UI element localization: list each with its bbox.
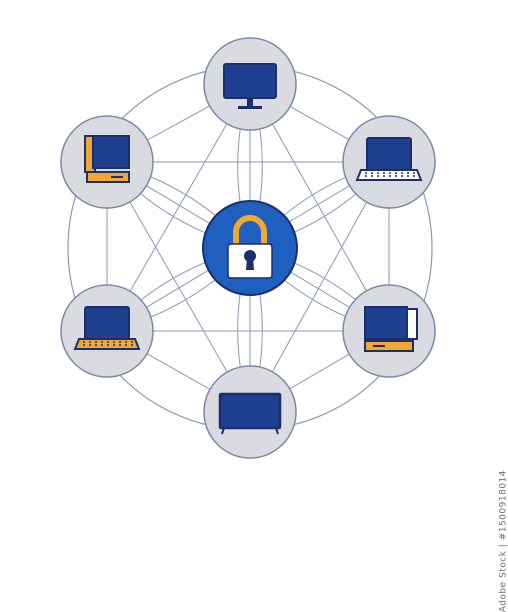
monitor-icon bbox=[223, 63, 277, 109]
mesh-line bbox=[249, 161, 390, 413]
desktop-computer-icon bbox=[364, 306, 418, 352]
padlock-icon bbox=[227, 215, 273, 279]
security-hub bbox=[202, 200, 298, 296]
device-node-top bbox=[203, 37, 297, 131]
laptop-icon bbox=[73, 306, 141, 350]
mesh-line bbox=[106, 83, 251, 332]
device-node-upper-right bbox=[342, 115, 436, 209]
device-node-upper-left bbox=[60, 115, 154, 209]
device-node-lower-left bbox=[60, 284, 154, 378]
laptop-icon bbox=[355, 137, 423, 181]
device-nodes bbox=[60, 37, 436, 459]
device-node-bottom bbox=[203, 365, 297, 459]
device-node-lower-right bbox=[342, 284, 436, 378]
stock-id-label: Adobe Stock | #1500918014 bbox=[498, 470, 508, 612]
mesh-line bbox=[249, 83, 390, 332]
tv-icon bbox=[218, 392, 282, 435]
diagram-canvas bbox=[60, 37, 436, 459]
mesh-line bbox=[106, 161, 251, 413]
desktop-computer-icon bbox=[84, 135, 130, 183]
network-diagram: Adobe Stock | #1500918014 bbox=[60, 37, 508, 612]
